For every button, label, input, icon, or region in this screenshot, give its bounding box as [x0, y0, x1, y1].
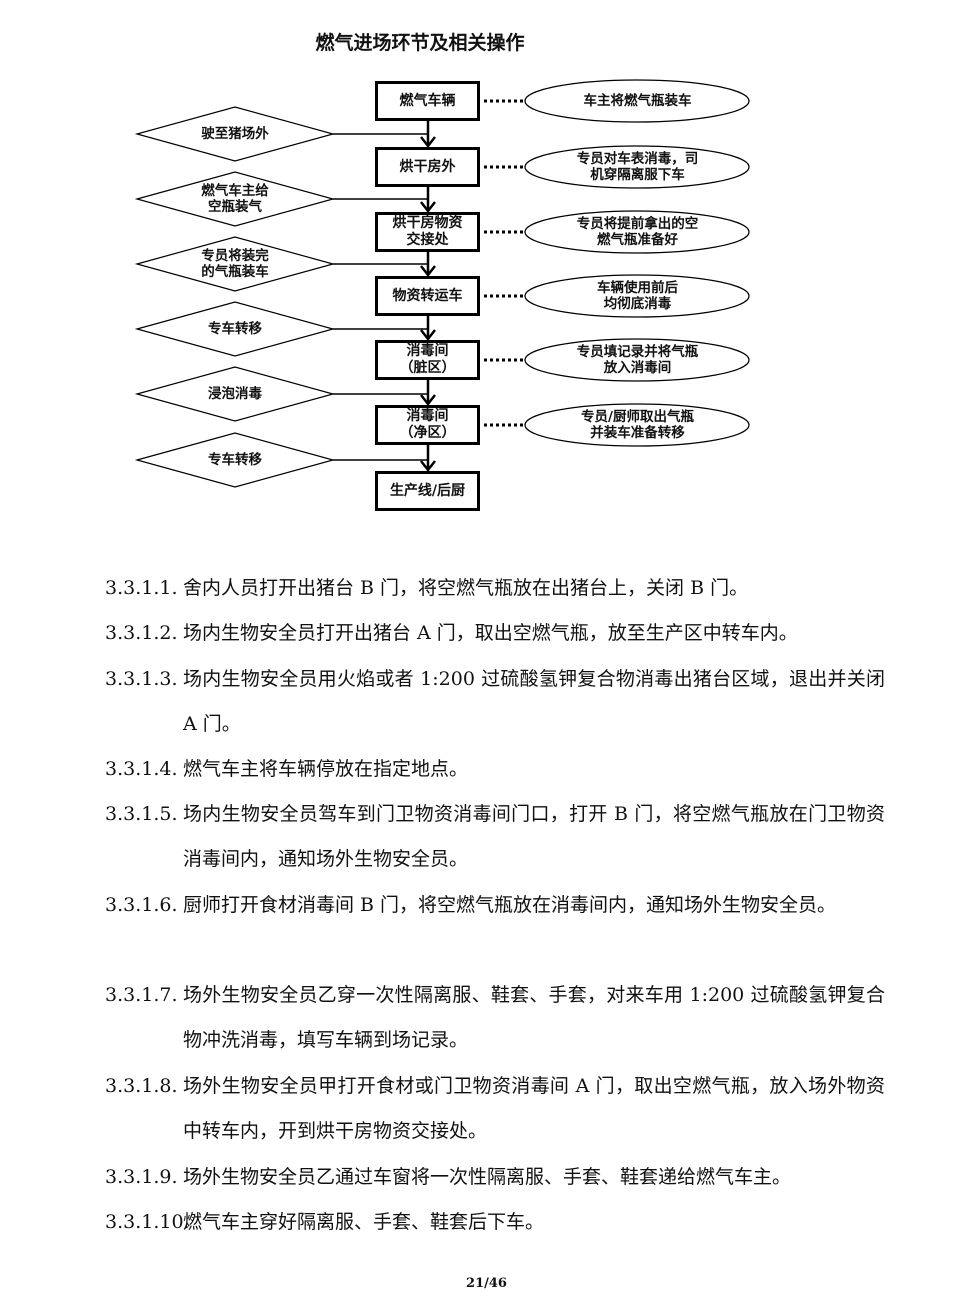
- numbered-paragraph: 3.3.1.7.场外生物安全员乙穿一次性隔离服、鞋套、手套，对来车用 1:200…: [105, 973, 885, 1064]
- step-box: 烘干房物资 交接处: [375, 212, 480, 252]
- arrow-head-icon: [420, 460, 436, 473]
- note-ellipse: [524, 274, 750, 318]
- note-ellipse: [524, 403, 750, 447]
- arrow-head-icon: [420, 265, 436, 278]
- paragraph-number: 3.3.1.9.: [105, 1166, 178, 1188]
- paragraph-number: 3.3.1.10.: [105, 1211, 190, 1233]
- numbered-paragraph: 3.3.1.4.燃气车主将车辆停放在指定地点。: [105, 747, 885, 792]
- page-number: 21/46: [466, 1276, 507, 1291]
- arrow-head-icon: [420, 394, 436, 407]
- note-label: 车辆使用前后 均彻底消毒: [597, 280, 678, 312]
- paragraph-text: 厨师打开食材消毒间 B 门，将空燃气瓶放在消毒间内，通知场外生物安全员。: [183, 894, 837, 916]
- step-box: 消毒间 （脏区）: [375, 340, 480, 380]
- paragraph-number: 3.3.1.8.: [105, 1075, 178, 1097]
- note-ellipse: [524, 210, 750, 254]
- numbered-paragraph: 3.3.1.8.场外生物安全员甲打开食材或门卫物资消毒间 A 门，取出空燃气瓶，…: [105, 1064, 885, 1155]
- action-label: 浸泡消毒: [208, 386, 262, 402]
- note-ellipse: [524, 79, 750, 123]
- paragraph-number: 3.3.1.1.: [105, 577, 178, 599]
- note-label: 专员填记录并将气瓶 放入消毒间: [576, 344, 699, 376]
- arrow-head-icon: [420, 201, 436, 214]
- numbered-paragraph: 3.3.1.6.厨师打开食材消毒间 B 门，将空燃气瓶放在消毒间内，通知场外生物…: [105, 883, 885, 928]
- paragraph-text: 场内生物安全员用火焰或者 1:200 过硫酸氢钾复合物消毒出猪台区域，退出并关闭…: [183, 668, 885, 736]
- flowchart-title: 燃气进场环节及相关操作: [315, 32, 525, 54]
- numbered-paragraph: 3.3.1.1.舍内人员打开出猪台 B 门，将空燃气瓶放在出猪台上，关闭 B 门…: [105, 566, 885, 611]
- numbered-paragraph: 3.3.1.5.场内生物安全员驾车到门卫物资消毒间门口，打开 B 门，将空燃气瓶…: [105, 792, 885, 883]
- action-label: 驶至猪场外: [201, 126, 269, 142]
- paragraph-number: 3.3.1.5.: [105, 803, 178, 825]
- step-box: 消毒间 （净区）: [375, 405, 480, 445]
- numbered-paragraph: 3.3.1.9.场外生物安全员乙通过车窗将一次性隔离服、手套、鞋套递给燃气车主。: [105, 1155, 885, 1200]
- step-box: 物资转运车: [375, 276, 480, 316]
- step-box: 燃气车辆: [375, 81, 480, 121]
- action-label: 专员将装完 的气瓶装车: [201, 248, 269, 280]
- numbered-paragraph: 3.3.1.3.场内生物安全员用火焰或者 1:200 过硫酸氢钾复合物消毒出猪台…: [105, 657, 885, 748]
- paragraph-text: 场内生物安全员驾车到门卫物资消毒间门口，打开 B 门，将空燃气瓶放在门卫物资消毒…: [183, 803, 885, 871]
- note-ellipse: [524, 338, 750, 382]
- action-label: 专车转移: [208, 452, 262, 468]
- paragraph-text: 场外生物安全员乙穿一次性隔离服、鞋套、手套，对来车用 1:200 过硫酸氢钾复合…: [183, 984, 885, 1052]
- note-label: 专员对车表消毒，司 机穿隔离服下车: [576, 151, 699, 183]
- paragraph-number: 3.3.1.2.: [105, 622, 178, 644]
- numbered-paragraph: 3.3.1.2.场内生物安全员打开出猪台 A 门，取出空燃气瓶，放至生产区中转车…: [105, 611, 885, 656]
- paragraph-text: 舍内人员打开出猪台 B 门，将空燃气瓶放在出猪台上，关闭 B 门。: [183, 577, 749, 599]
- action-label: 专车转移: [208, 321, 262, 337]
- arrow-head-icon: [420, 136, 436, 149]
- step-box: 烘干房外: [375, 147, 480, 187]
- note-label: 专员/厨师取出气瓶 并装车准备转移: [581, 409, 694, 441]
- paragraph-number: 3.3.1.7.: [105, 984, 178, 1006]
- step-box: 生产线/后厨: [375, 471, 480, 511]
- note-label: 车主将燃气瓶装车: [583, 93, 692, 109]
- arrow-head-icon: [420, 329, 436, 342]
- note-label: 专员将提前拿出的空 燃气瓶准备好: [576, 216, 699, 248]
- paragraph-text: 燃气车主穿好隔离服、手套、鞋套后下车。: [183, 1211, 545, 1233]
- paragraph-text: 燃气车主将车辆停放在指定地点。: [183, 758, 469, 780]
- paragraph-number: 3.3.1.3.: [105, 668, 178, 690]
- paragraph-text: 场内生物安全员打开出猪台 A 门，取出空燃气瓶，放至生产区中转车内。: [183, 622, 798, 644]
- numbered-paragraph: 3.3.1.10.燃气车主穿好隔离服、手套、鞋套后下车。: [105, 1200, 885, 1245]
- flowchart-connectors: [134, 79, 750, 488]
- paragraph-text: 场外生物安全员甲打开食材或门卫物资消毒间 A 门，取出空燃气瓶，放入场外物资中转…: [183, 1075, 885, 1143]
- paragraph-number: 3.3.1.6.: [105, 894, 178, 916]
- paragraph-number: 3.3.1.4.: [105, 758, 178, 780]
- note-ellipse: [524, 145, 750, 189]
- paragraph-text: 场外生物安全员乙通过车窗将一次性隔离服、手套、鞋套递给燃气车主。: [183, 1166, 792, 1188]
- action-label: 燃气车主给 空瓶装气: [201, 183, 269, 215]
